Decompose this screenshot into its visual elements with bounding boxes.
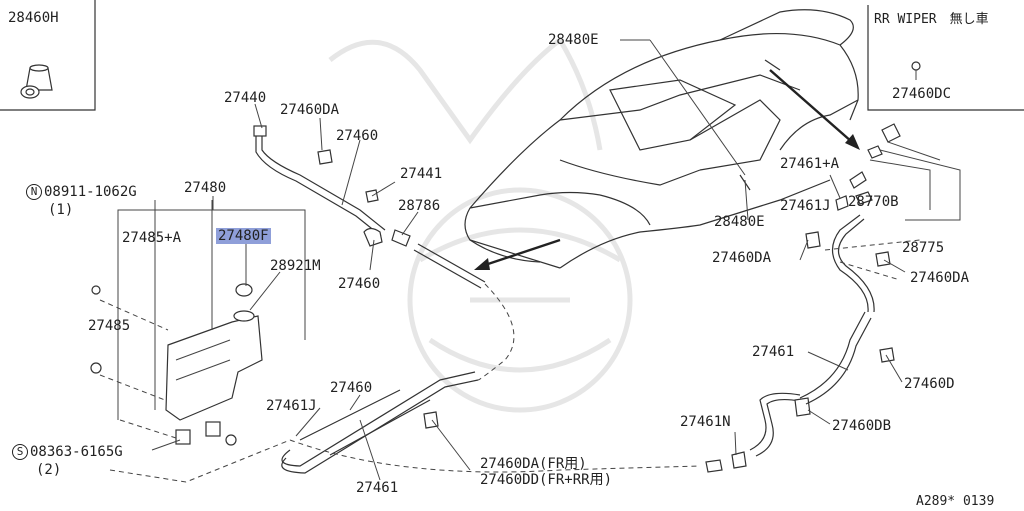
label-27460-mid: 27460 bbox=[338, 276, 381, 292]
bottom-hoses bbox=[281, 214, 921, 474]
arrow-rear bbox=[769, 69, 860, 150]
arrow-front bbox=[474, 238, 561, 270]
dashed-links bbox=[99, 299, 291, 483]
inset-frame-left bbox=[0, 0, 96, 111]
label-28460H: 28460H bbox=[8, 10, 59, 26]
label-27480F: 27480F bbox=[216, 228, 271, 244]
callout-lines bbox=[151, 39, 906, 481]
label-27485A: 27485+A bbox=[122, 230, 182, 246]
leader-lines bbox=[154, 196, 214, 410]
s-mark-icon: S bbox=[12, 444, 28, 460]
label-27441: 27441 bbox=[400, 166, 443, 182]
label-27460DD: 27460DD(FR+RR用) bbox=[480, 472, 613, 488]
label-28770B: 28770B bbox=[848, 194, 899, 210]
rear-nozzle bbox=[835, 123, 961, 221]
label-screw-qty: (2) bbox=[36, 462, 62, 478]
car-body bbox=[464, 9, 859, 269]
label-28480E-mid: 28480E bbox=[714, 214, 765, 230]
label-28775: 28775 bbox=[902, 240, 945, 256]
label-27461-right: 27461 bbox=[752, 344, 795, 360]
washer-tank bbox=[90, 283, 263, 446]
label-28480E-top: 28480E bbox=[548, 32, 599, 48]
label-27460DC: 27460DC bbox=[892, 86, 952, 102]
label-27460DA-r2: 27460DA bbox=[910, 270, 970, 286]
inset-title-rr-wiper: RR WIPER 無し車 bbox=[874, 12, 989, 27]
clip-icon-inset bbox=[911, 61, 921, 80]
label-27461-bot: 27461 bbox=[356, 480, 399, 496]
label-27460DA-top: 27460DA bbox=[280, 102, 340, 118]
label-27461J-right: 27461J bbox=[780, 198, 831, 214]
label-28921M: 28921M bbox=[270, 258, 321, 274]
label-27460-bot: 27460 bbox=[330, 380, 373, 396]
grommet-icon bbox=[20, 64, 53, 99]
inset-frame-right bbox=[867, 5, 1024, 111]
label-27461N: 27461N bbox=[680, 414, 731, 430]
label-27460DA-r1: 27460DA bbox=[712, 250, 772, 266]
label-27440: 27440 bbox=[224, 90, 267, 106]
label-27460DB: 27460DB bbox=[832, 418, 892, 434]
watermark bbox=[328, 36, 633, 413]
n-mark-icon: N bbox=[26, 184, 42, 200]
label-27461J-left: 27461J bbox=[266, 398, 317, 414]
label-27460D: 27460D bbox=[904, 376, 955, 392]
reference-code: A289* 0139 bbox=[916, 494, 995, 509]
label-27461A: 27461+A bbox=[780, 156, 840, 172]
label-28786: 28786 bbox=[398, 198, 441, 214]
label-27480: 27480 bbox=[184, 180, 227, 196]
label-27485: 27485 bbox=[88, 318, 131, 334]
label-27460-top: 27460 bbox=[336, 128, 379, 144]
label-bolt-qty: (1) bbox=[48, 202, 74, 218]
label-27460DA-fr: 27460DA(FR用) bbox=[480, 456, 587, 472]
